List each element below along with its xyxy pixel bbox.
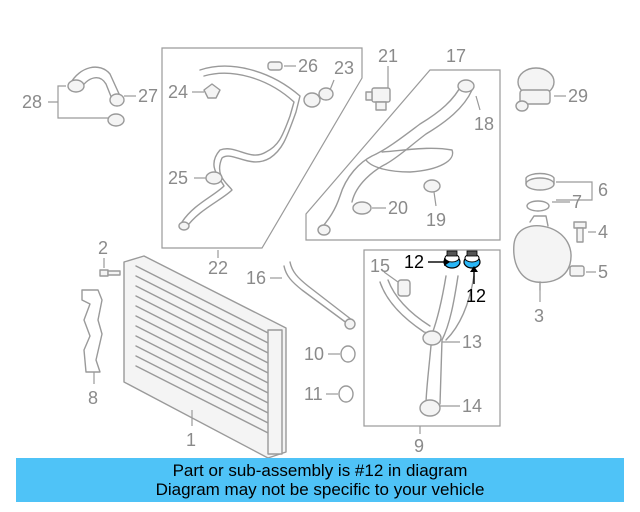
callout-21[interactable]: 21 [378,46,398,66]
callout-12-right[interactable]: 12 [466,286,486,306]
leader-28 [48,85,108,119]
callout-10[interactable]: 10 [304,344,324,364]
leader-18 [475,95,481,111]
callout-27[interactable]: 27 [138,86,158,106]
callout-18[interactable]: 18 [474,114,494,134]
leader-6-7 [556,181,593,201]
callout-26[interactable]: 26 [298,56,318,76]
pipe-16 [283,261,356,330]
info-banner: Part or sub-assembly is #12 in diagram D… [16,458,624,502]
clip-5 [569,265,585,277]
radiator-1 [123,255,287,459]
sensor-21 [365,87,391,111]
box-17 [305,69,501,241]
bolt-2 [99,269,121,277]
bolt-4 [573,221,587,243]
callout-9[interactable]: 9 [414,436,424,456]
callout-5[interactable]: 5 [598,262,608,282]
callout-16[interactable]: 16 [246,268,266,288]
callout-15[interactable]: 15 [370,256,390,276]
box-22 [161,47,363,249]
callout-24[interactable]: 24 [168,82,188,102]
leader-23 [329,79,335,91]
bracket-8 [81,289,103,373]
callout-25[interactable]: 25 [168,168,188,188]
callout-7[interactable]: 7 [572,192,582,212]
callout-13[interactable]: 13 [462,332,482,352]
callout-11[interactable]: 11 [304,384,323,404]
plug-26 [267,61,283,71]
cap-6 [525,172,555,191]
arrow-12-right [470,266,478,272]
clamp-12-left[interactable] [443,250,461,269]
callout-12-left[interactable]: 12 [404,252,424,272]
plug-15 [397,279,411,297]
o-ring-10 [340,345,356,363]
clamp-19 [423,179,441,193]
arrow-12-left [444,258,450,266]
box-9 [363,249,501,427]
callout-29[interactable]: 29 [568,86,588,106]
clamp-28 [107,113,125,127]
clamp-23 [303,87,334,108]
pump-29 [515,67,555,112]
callout-20[interactable]: 20 [388,198,408,218]
callout-28[interactable]: 28 [22,92,42,112]
leader-15 [383,271,399,283]
reservoir-3 [513,215,572,291]
hose-27 [67,66,125,107]
callout-1[interactable]: 1 [186,430,196,450]
callout-3[interactable]: 3 [534,306,544,326]
hose-22 [178,65,301,231]
banner-line-2: Diagram may not be specific to your vehi… [155,480,485,499]
callout-4[interactable]: 4 [598,222,608,242]
callout-8[interactable]: 8 [88,388,98,408]
pipe-9 [379,275,475,417]
clamp-12-right[interactable] [463,250,481,269]
leader-19 [433,191,437,207]
hose-17 [317,79,475,236]
clamp-25 [205,171,223,185]
callout-2[interactable]: 2 [98,238,108,258]
callout-6[interactable]: 6 [598,180,608,200]
callout-14[interactable]: 14 [462,396,482,416]
parts-diagram: 28 27 22 23 24 25 26 21 17 [22,46,608,459]
banner-line-1: Part or sub-assembly is #12 in diagram [172,461,468,480]
callout-19[interactable]: 19 [426,210,446,230]
callout-22[interactable]: 22 [208,258,228,278]
callout-17[interactable]: 17 [446,46,466,66]
clip-24 [203,83,221,99]
clamp-20 [352,201,372,215]
o-ring-11 [338,385,354,403]
seal-7 [526,200,550,212]
callout-23[interactable]: 23 [334,58,354,78]
